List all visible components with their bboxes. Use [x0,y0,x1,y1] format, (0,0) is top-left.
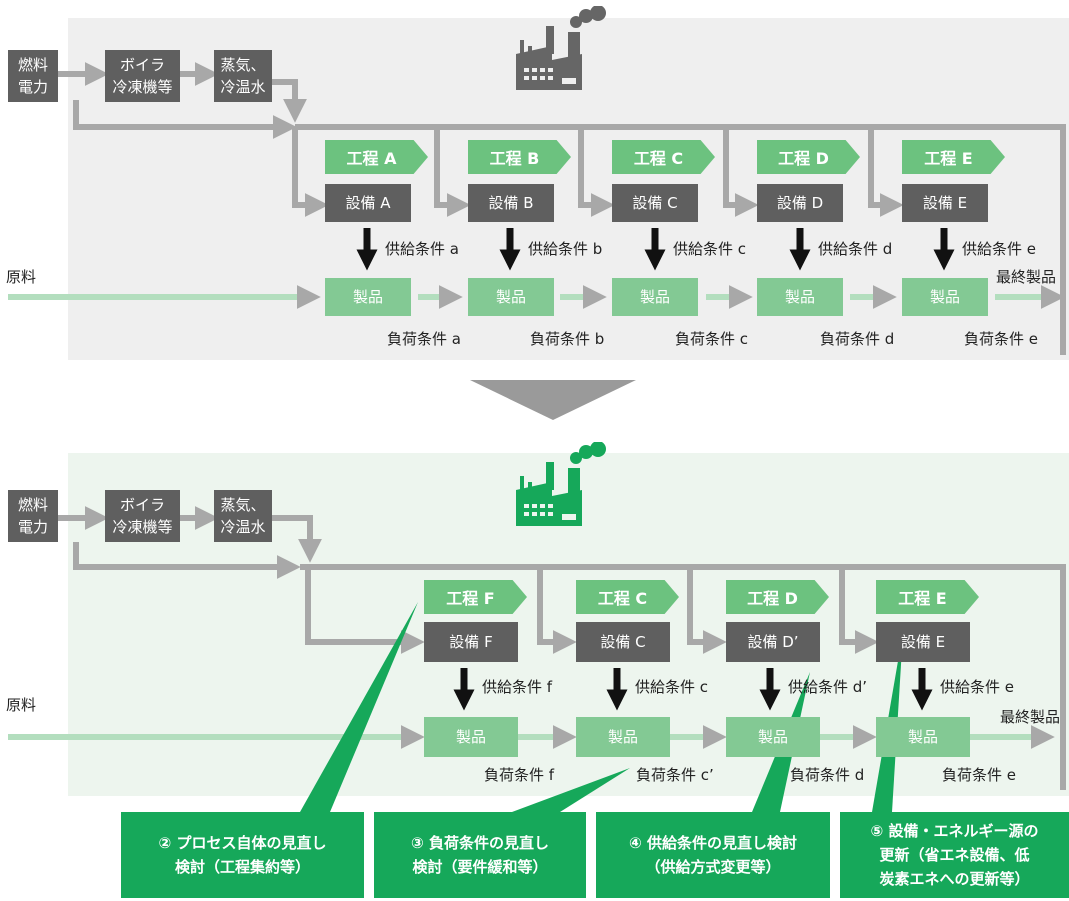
callout-5-line-2: 更新（省エネ設備、低 [879,846,1030,864]
callout-3-line-2: 検討（要件緩和等） [412,858,548,876]
process-a-label: 工程 A [346,149,397,168]
callout-load-review: ③ 負荷条件の見直し 検討（要件緩和等） [374,812,586,898]
process-b: 工程 B [468,140,571,174]
steam-box: 蒸気、 冷温水 [214,50,272,102]
boiler-box: ボイラ 冷凍機等 [105,50,180,102]
load-condition-c-prime: 負荷条件 c’ [636,766,714,784]
supply-condition-e: 供給条件 e [940,678,1014,696]
steam-label: 蒸気、 [220,495,266,514]
equipment-d-prime: 設備 D’ [726,622,820,662]
product-2: 製品 [468,278,554,316]
supply-condition-d-prime: 供給条件 d’ [788,678,868,696]
load-condition-e: 負荷条件 e [942,766,1016,784]
factory-icon [516,442,606,526]
callout-4-line-1: ④ 供給条件の見直し検討 [629,834,797,852]
product-2: 製品 [576,717,670,757]
process-d-label: 工程 D [747,589,798,608]
power-label: 電力 [17,78,48,96]
equipment-c: 設備 C [612,184,698,222]
callout-equipment-renewal: ⑤ 設備・エネルギー源の 更新（省エネ設備、低 炭素エネへの更新等） [840,812,1069,898]
final-product-label: 最終製品 [1000,708,1061,726]
fuel-power-box: 燃料 電力 [8,490,58,542]
process-c: 工程 C [576,580,679,614]
product-4: 製品 [876,717,970,757]
process-e-label: 工程 E [898,589,947,608]
callout-5-line-3: 炭素エネへの更新等） [879,870,1030,888]
equipment-d: 設備 D [757,184,843,222]
chiller-label: 冷凍機等 [112,518,173,536]
process-f-label: 工程 F [446,589,495,608]
callout-leader-3 [512,768,630,812]
equipment-c: 設備 C [576,622,670,662]
product-3: 製品 [726,717,820,757]
product-5: 製品 [902,278,988,316]
steam-box: 蒸気、 冷温水 [214,490,272,542]
process-d: 工程 D [757,140,860,174]
supply-condition-d: 供給条件 d [818,240,893,258]
process-c-label: 工程 C [597,589,648,608]
supply-condition-f: 供給条件 f [482,678,553,696]
steam-label: 蒸気、 [220,55,266,74]
process-b-label: 工程 B [489,149,540,168]
process-a: 工程 A [325,140,428,174]
hot-cold-water-label: 冷温水 [220,78,266,96]
bottom-supply-arrows [453,668,933,711]
bottom-distribution-lines [58,506,1066,790]
chiller-label: 冷凍機等 [112,78,173,96]
load-condition-d: 負荷条件 d [790,766,865,784]
callout-3-line-1: ③ 負荷条件の見直し [411,834,549,852]
load-condition-b: 負荷条件 b [530,330,605,348]
process-f: 工程 F [424,580,527,614]
equipment-e: 設備 E [876,622,970,662]
product-1: 製品 [325,278,411,316]
process-d: 工程 D [726,580,829,614]
fuel-power-box: 燃料 電力 [8,50,58,102]
boiler-label: ボイラ [119,495,165,514]
supply-condition-c: 供給条件 c [673,240,747,258]
process-e: 工程 E [902,140,1005,174]
equipment-b: 設備 B [468,184,554,222]
callout-leader-2 [300,602,418,812]
callout-4-line-2: （供給方式変更等） [645,858,781,876]
process-d-label: 工程 D [778,149,829,168]
factory-icon [516,6,606,90]
power-label: 電力 [17,518,48,536]
equipment-f: 設備 F [424,622,518,662]
process-e: 工程 E [876,580,979,614]
hot-cold-water-label: 冷温水 [220,518,266,536]
product-1: 製品 [424,717,518,757]
callout-5-line-1: ⑤ 設備・エネルギー源の [870,822,1039,840]
fuel-label: 燃料 [17,55,48,74]
top-distribution-lines [58,62,1066,355]
equipment-e: 設備 E [902,184,988,222]
load-condition-a: 負荷条件 a [387,330,461,348]
supply-condition-b: 供給条件 b [528,240,603,258]
process-e-label: 工程 E [924,149,973,168]
load-condition-c: 負荷条件 c [675,330,749,348]
final-product-label: 最終製品 [996,268,1057,286]
process-c-label: 工程 C [633,149,684,168]
supply-condition-a: 供給条件 a [385,240,459,258]
callout-process-review: ② プロセス自体の見直し 検討（工程集約等） [121,812,364,898]
callout-supply-review: ④ 供給条件の見直し検討 （供給方式変更等） [596,812,830,898]
boiler-label: ボイラ [119,55,165,74]
raw-material-label: 原料 [6,696,37,714]
callout-2-line-2: 検討（工程集約等） [174,858,310,876]
load-condition-e: 負荷条件 e [964,330,1038,348]
raw-material-label: 原料 [6,268,37,286]
load-condition-d: 負荷条件 d [820,330,895,348]
product-3: 製品 [612,278,698,316]
top-supply-arrows [356,228,955,271]
load-condition-f: 負荷条件 f [484,766,555,784]
supply-condition-e: 供給条件 e [962,240,1036,258]
fuel-label: 燃料 [17,495,48,514]
process-c: 工程 C [612,140,715,174]
transition-arrow-icon [470,380,636,420]
equipment-a: 設備 A [325,184,411,222]
callout-2-line-1: ② プロセス自体の見直し [158,834,327,852]
boiler-box: ボイラ 冷凍機等 [105,490,180,542]
supply-condition-c: 供給条件 c [635,678,709,696]
product-4: 製品 [757,278,843,316]
